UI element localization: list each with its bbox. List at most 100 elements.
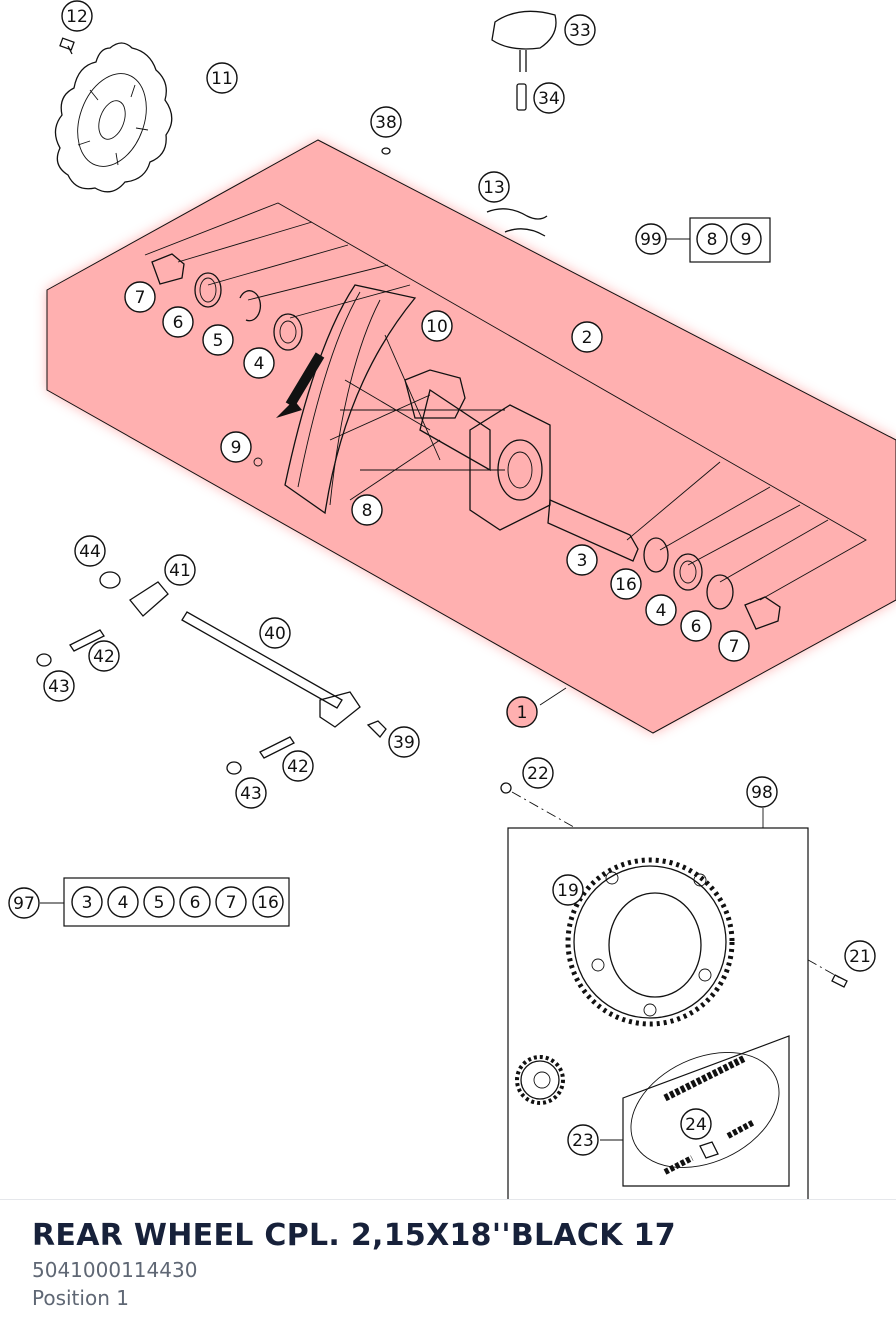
callout-13[interactable]: 13	[478, 171, 510, 203]
right-bearing-parts	[547, 499, 781, 630]
callout-6[interactable]: 6	[162, 306, 194, 338]
callout-number: 19	[557, 881, 579, 901]
callout-circle	[8, 887, 40, 919]
callout-circle	[522, 757, 554, 789]
callout-number: 5	[154, 893, 165, 913]
callout-7[interactable]: 7	[124, 281, 156, 313]
callout-number: 3	[577, 551, 588, 571]
callout-21[interactable]: 21	[844, 940, 876, 972]
callout-circle	[571, 321, 603, 353]
callout-circle	[179, 886, 211, 918]
callout-5[interactable]: 5	[202, 324, 234, 356]
callout-circle	[718, 630, 750, 662]
callout-number: 98	[751, 783, 773, 803]
callout-4[interactable]: 4	[645, 594, 677, 626]
callout-9[interactable]: 9	[220, 431, 252, 463]
callout-4[interactable]: 4	[107, 886, 139, 918]
callout-number: 16	[615, 575, 637, 595]
callout-number: 42	[93, 647, 115, 667]
callout-98[interactable]: 98	[746, 776, 778, 808]
callout-5[interactable]: 5	[143, 886, 175, 918]
callout-number: 21	[849, 947, 871, 967]
callout-10[interactable]: 10	[421, 310, 453, 342]
callout-42[interactable]: 42	[282, 750, 314, 782]
callout-97[interactable]: 97	[8, 887, 40, 919]
bolt-part	[516, 83, 527, 111]
part-title: REAR WHEEL CPL. 2,15X18''BLACK 17	[32, 1218, 676, 1253]
callout-16[interactable]: 16	[610, 568, 642, 600]
callout-number: 43	[240, 784, 262, 804]
callout-number: 8	[707, 230, 718, 250]
callout-circle	[421, 310, 453, 342]
spacer-part	[491, 10, 557, 72]
callout-number: 10	[426, 317, 448, 337]
callout-43[interactable]: 43	[43, 670, 75, 702]
callout-42[interactable]: 42	[88, 640, 120, 672]
callout-number: 43	[48, 677, 70, 697]
rear-wheel-highlight[interactable]	[46, 139, 896, 734]
callout-circle	[164, 554, 196, 586]
callout-39[interactable]: 39	[388, 726, 420, 758]
callout-11[interactable]: 11	[206, 62, 238, 94]
callout-1[interactable]: 1	[506, 696, 538, 728]
exploded-parts-diagram: 1211333438139989765410298316467444140424…	[8, 0, 896, 1200]
callout-circle	[71, 886, 103, 918]
callout-number: 7	[135, 288, 146, 308]
callout-3[interactable]: 3	[566, 544, 598, 576]
callout-12[interactable]: 12	[61, 0, 93, 32]
callout-41[interactable]: 41	[164, 554, 196, 586]
callout-19[interactable]: 19	[552, 874, 584, 906]
callout-16[interactable]: 16	[252, 886, 284, 918]
callout-circle	[206, 62, 238, 94]
rear-sprocket	[565, 857, 735, 1027]
callout-circle	[107, 886, 139, 918]
callout-43[interactable]: 43	[235, 777, 267, 809]
callout-circle	[610, 568, 642, 600]
callout-circle	[680, 610, 712, 642]
callout-circle	[506, 696, 538, 728]
callout-7[interactable]: 7	[215, 886, 247, 918]
callout-8[interactable]: 8	[351, 494, 383, 526]
callout-number: 5	[213, 331, 224, 351]
callout-circle	[370, 106, 402, 138]
callout-99[interactable]: 99	[635, 223, 667, 255]
callout-circle	[533, 82, 565, 114]
callout-8[interactable]: 8	[696, 223, 728, 255]
callout-circle	[215, 886, 247, 918]
callout-circle	[220, 431, 252, 463]
callout-22[interactable]: 22	[522, 757, 554, 789]
callout-40[interactable]: 40	[259, 617, 291, 649]
callout-number: 2	[582, 328, 593, 348]
callout-number: 7	[729, 637, 740, 657]
part-position: Position 1	[32, 1286, 129, 1310]
callout-number: 24	[685, 1115, 707, 1135]
callout-6[interactable]: 6	[179, 886, 211, 918]
callout-number: 42	[287, 757, 309, 777]
rim-tape	[486, 208, 548, 237]
callout-number: 16	[257, 893, 279, 913]
callout-circle	[202, 324, 234, 356]
callout-4[interactable]: 4	[243, 347, 275, 379]
callout-circle	[252, 886, 284, 918]
front-sprocket	[515, 1055, 565, 1105]
callout-number: 7	[226, 893, 237, 913]
callout-34[interactable]: 34	[533, 82, 565, 114]
callout-6[interactable]: 6	[680, 610, 712, 642]
callout-44[interactable]: 44	[74, 535, 106, 567]
callout-circle	[351, 494, 383, 526]
chain-kit-box	[622, 1035, 790, 1187]
part-info-panel: REAR WHEEL CPL. 2,15X18''BLACK 17 504100…	[0, 1199, 896, 1336]
callout-7[interactable]: 7	[718, 630, 750, 662]
callout-24[interactable]: 24	[680, 1108, 712, 1140]
callout-3[interactable]: 3	[71, 886, 103, 918]
callout-2[interactable]: 2	[571, 321, 603, 353]
callout-circle	[645, 594, 677, 626]
callout-number: 6	[190, 893, 201, 913]
callout-33[interactable]: 33	[564, 14, 596, 46]
callout-23[interactable]: 23	[567, 1124, 599, 1156]
callout-circle	[124, 281, 156, 313]
callout-9[interactable]: 9	[730, 223, 762, 255]
callout-circle	[844, 940, 876, 972]
callout-38[interactable]: 38	[370, 106, 402, 138]
